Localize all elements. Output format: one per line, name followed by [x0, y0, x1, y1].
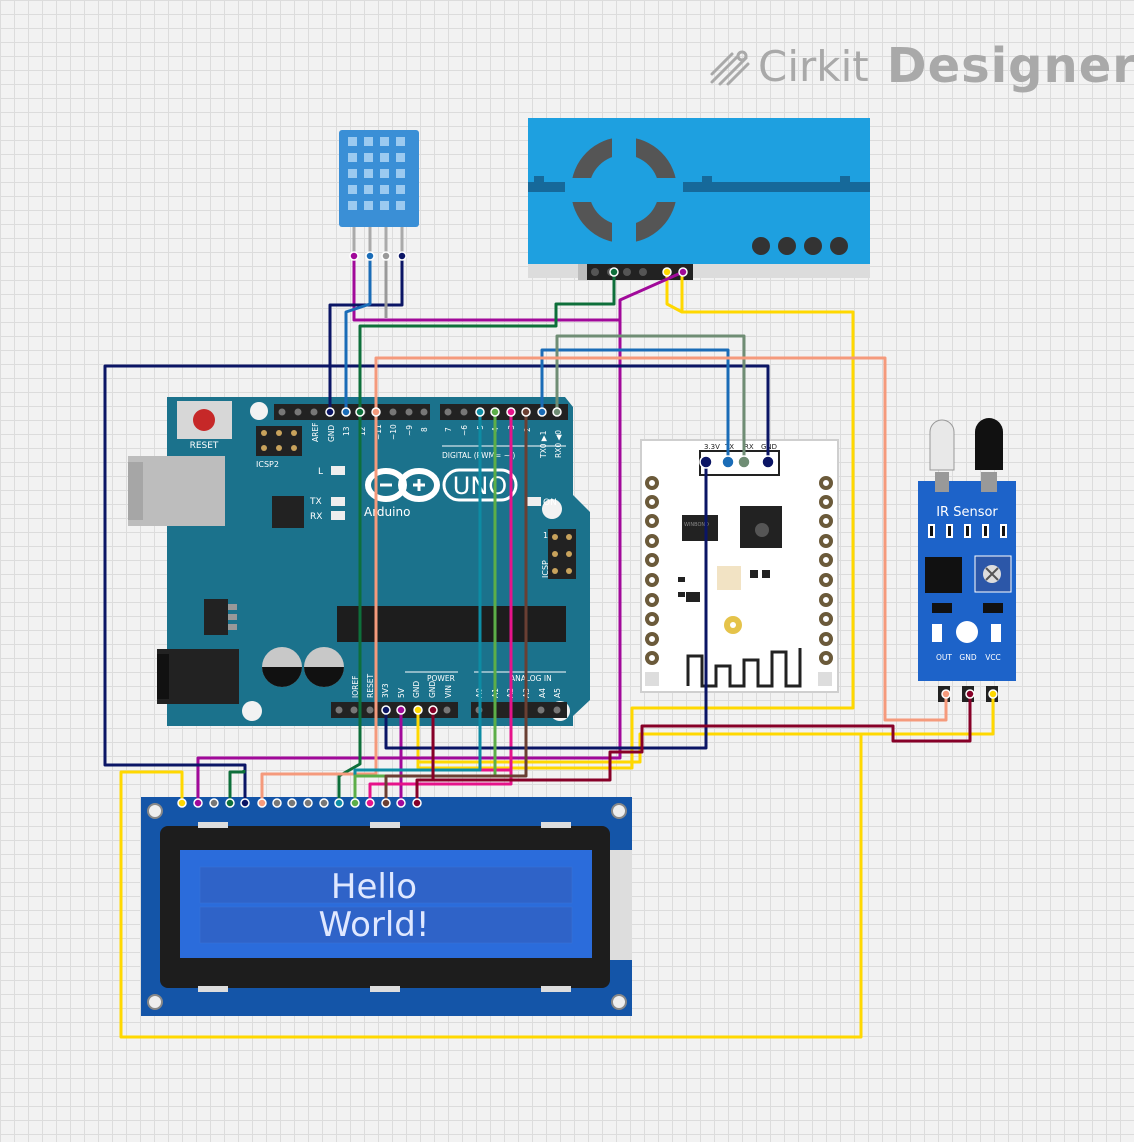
analog-header	[471, 702, 567, 718]
pin-7-label: 7	[444, 427, 453, 432]
pin-a4-label: A4	[538, 688, 547, 698]
led-rx-label: RX	[310, 512, 322, 522]
wire-brown[interactable]	[384, 412, 528, 803]
pin-aref-label: AREF	[311, 423, 320, 442]
lcd-line-2: World!	[318, 905, 429, 945]
ir-sensor-title: IR Sensor	[936, 505, 998, 520]
pin-13-label: 13	[342, 426, 351, 436]
dht11-sensor[interactable]	[339, 130, 419, 256]
wire-sage[interactable]	[555, 334, 746, 462]
icsp-label: ICSP	[541, 560, 550, 578]
wire-purple[interactable]	[618, 270, 684, 320]
lcd-16x2-display[interactable]: Hello World!	[141, 797, 632, 1016]
reset-label: RESET	[190, 441, 219, 451]
pin-gnd1-label: GND	[412, 681, 421, 698]
brand-name-light: Cirkit	[758, 41, 869, 91]
wire-green[interactable]	[228, 770, 246, 803]
led-tx-label: TX	[309, 497, 322, 507]
esp-flash-chip-label: WINBOND	[684, 522, 709, 528]
wire-maroon[interactable]	[415, 778, 433, 803]
pencil-pair-icon	[710, 50, 750, 86]
wire-blue[interactable]	[344, 256, 372, 412]
pin-6-label: ~6	[460, 425, 469, 436]
power-label: POWER	[427, 674, 455, 683]
esp-pin-3v3-label: 3.3V	[704, 443, 720, 451]
usb-port	[128, 456, 225, 526]
digital-header-left	[274, 404, 430, 420]
lcd-line-1: Hello	[331, 867, 417, 907]
pin-rx-label: RX0 ◀0	[554, 430, 563, 458]
wire-blue[interactable]	[540, 348, 730, 462]
pin-10-label: ~10	[389, 424, 398, 440]
power-header	[331, 702, 458, 718]
wire-salmon[interactable]	[374, 356, 948, 722]
pin-3v3-label: 3V3	[381, 683, 390, 698]
power-jack	[157, 649, 239, 704]
brand-logo: Cirkit Designer	[708, 36, 1134, 96]
arduino-label: Arduino	[364, 505, 410, 519]
pin-gnd2-label: GND	[428, 681, 437, 698]
pin-endpoints	[177, 251, 998, 808]
wire-yellow[interactable]	[119, 710, 863, 1039]
pin-9-label: ~9	[405, 425, 414, 436]
wire-navy[interactable]	[384, 462, 708, 750]
pin-vin-label: VIN	[444, 685, 453, 698]
wire-navy[interactable]	[330, 364, 770, 462]
ir-sensor-module[interactable]: IR Sensor OUT GND VCC	[918, 418, 1016, 702]
wire-yellow[interactable]	[640, 694, 995, 736]
analog-label: ANALOG IN	[510, 674, 552, 683]
wire-salmon[interactable]	[260, 412, 378, 803]
pin-tx-label: TX0 ▶1	[539, 430, 548, 459]
pin-a5-label: A5	[553, 688, 562, 698]
icsp-pin-one: 1	[543, 531, 548, 540]
pin-5v-label: 5V	[397, 687, 406, 698]
wire-yellow[interactable]	[416, 272, 855, 770]
pin-ioref-label: IOREF	[351, 676, 360, 698]
ir-pin-vcc-label: VCC	[985, 653, 1001, 662]
led-on-label: ON	[543, 498, 557, 508]
pin-reset-label: RESET	[366, 674, 375, 698]
led-l-label: L	[318, 467, 323, 477]
arduino-logo	[365, 468, 440, 502]
ir-pin-out-label: OUT	[936, 653, 952, 662]
pin-gnd-label: GND	[327, 425, 336, 442]
esp-wifi-module[interactable]: 3.3V TX RX GND WINBOND	[640, 439, 839, 693]
brand-name-bold: Designer	[886, 38, 1134, 94]
wire-navy[interactable]	[328, 256, 404, 412]
wire-green[interactable]	[337, 412, 362, 803]
usb-chip	[272, 496, 304, 528]
wire-green[interactable]	[358, 272, 616, 412]
ir-pin-gnd-label: GND	[959, 653, 976, 662]
icsp2-label: ICSP2	[256, 460, 279, 469]
esp-pin-rx-label: RX	[744, 443, 754, 451]
atmega-chip	[337, 606, 566, 642]
wire-maroon[interactable]	[431, 694, 972, 782]
pin-11-label: ~11	[374, 424, 383, 440]
pin-12-label: 12	[358, 426, 367, 436]
wire-yellow[interactable]	[665, 272, 683, 314]
dust-sensor-module[interactable]	[528, 118, 870, 280]
pin-8-label: 8	[420, 427, 429, 432]
digital-header-right	[440, 404, 568, 420]
